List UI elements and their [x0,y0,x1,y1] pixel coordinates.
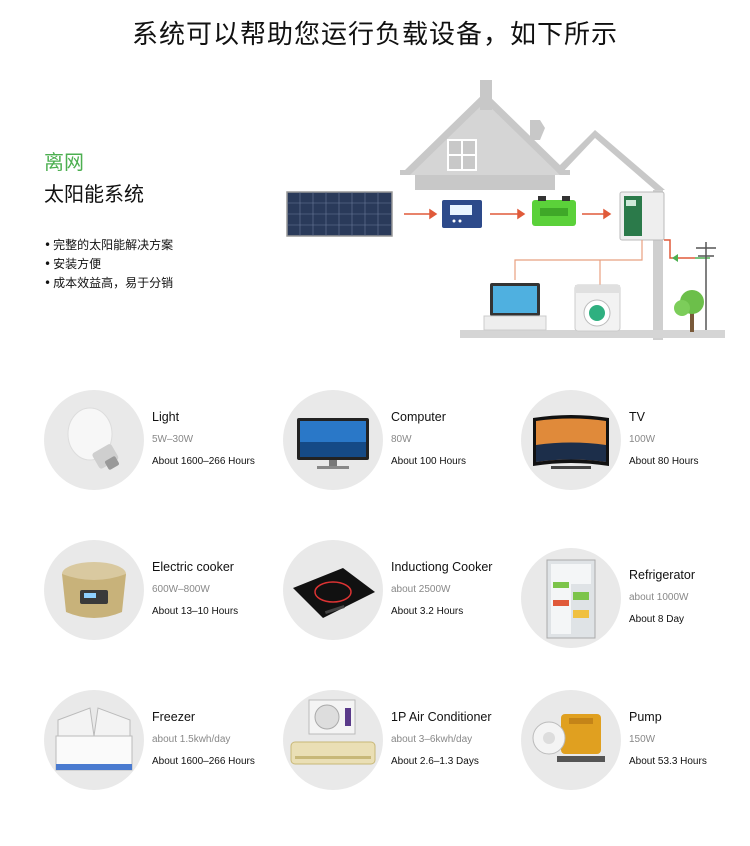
induction-cooker-icon [283,540,383,640]
appliance-runtime: About 8 Day [629,614,685,625]
appliance-power: about 1.5kwh/day [152,734,231,745]
page-headline: 系统可以帮助您运行负载设备，如下所示 [131,20,618,50]
appliance-card-refrigerator: Refrigerator about 1000W About 8 Day [521,548,750,648]
appliance-runtime: About 13–10 Hours [152,606,239,617]
appliance-card-freezer: Freezer about 1.5kwh/day About 1600–266 … [44,690,274,790]
appliance-card-tv: TV 100W About 80 Hours [521,390,750,490]
appliance-card-air-conditioner: 1P Air Conditioner about 3–6kwh/day Abou… [283,690,513,790]
appliance-power: about 1000W [629,592,689,603]
appliance-power: 80W [391,434,412,445]
offgrid-label: 离网 [44,150,84,174]
battery-icon [532,196,576,226]
appliance-power: 5W–30W [152,434,194,445]
appliance-power: about 3–6kwh/day [391,734,473,745]
appliance-name: Computer [391,410,446,424]
appliance-runtime: About 1600–266 Hours [152,456,255,467]
appliance-card-electric-cooker: Electric cooker 600W–800W About 13–10 Ho… [44,540,274,640]
light-bulb-icon [44,390,144,490]
flow-arrow-icon [404,208,612,220]
house-icon [400,80,725,340]
charge-controller-icon [442,200,482,228]
feature-item: 成本效益高，易于分销 [44,274,173,293]
appliance-card-induction-cooker: Inductiong Cooker about 2500W About 3.2 … [283,540,513,640]
solar-panel-icon [286,191,393,237]
appliance-name: Freezer [152,710,196,724]
utility-pole-icon [696,242,716,330]
appliance-runtime: About 2.6–1.3 Days [391,756,479,767]
solar-system-title: 太阳能系统 [44,182,144,206]
appliance-card-computer: Computer 80W About 100 Hours [283,390,513,490]
washing-machine-icon [574,284,621,332]
refrigerator-icon [521,548,621,648]
appliance-name: 1P Air Conditioner [391,710,492,724]
freezer-icon [44,690,144,790]
appliance-runtime: About 53.3 Hours [629,756,707,767]
appliance-runtime: About 100 Hours [391,456,467,467]
appliance-name: Pump [629,710,662,724]
appliance-card-pump: Pump 150W About 53.3 Hours [521,690,750,790]
system-diagram [286,80,725,340]
appliance-runtime: About 80 Hours [629,456,699,467]
grid-arrow-icon [664,239,710,262]
feature-item: 安装方便 [44,255,173,274]
feature-list: 完整的太阳能解决方案 安装方便 成本效益高，易于分销 [44,236,173,293]
tree-icon [674,290,704,332]
appliance-name: Refrigerator [629,568,695,582]
water-pump-icon [521,690,621,790]
appliance-power: 150W [629,734,656,745]
appliance-name: Electric cooker [152,560,234,574]
tv-icon [521,390,621,490]
wiring [514,240,643,285]
appliance-power: 100W [629,434,656,445]
air-conditioner-icon [283,690,383,790]
appliance-runtime: About 3.2 Hours [391,606,464,617]
appliance-name: Light [152,410,180,424]
computer-monitor-icon [283,390,383,490]
appliance-card-light: Light 5W–30W About 1600–266 Hours [44,390,274,490]
laptop-icon [483,283,547,331]
feature-item: 完整的太阳能解决方案 [44,236,173,255]
appliance-runtime: About 1600–266 Hours [152,756,255,767]
inverter-icon [619,191,665,241]
rice-cooker-icon [44,540,144,640]
appliance-name: Inductiong Cooker [391,560,493,574]
appliance-name: TV [629,410,645,424]
appliance-power: 600W–800W [152,584,210,595]
appliance-power: about 2500W [391,584,451,595]
